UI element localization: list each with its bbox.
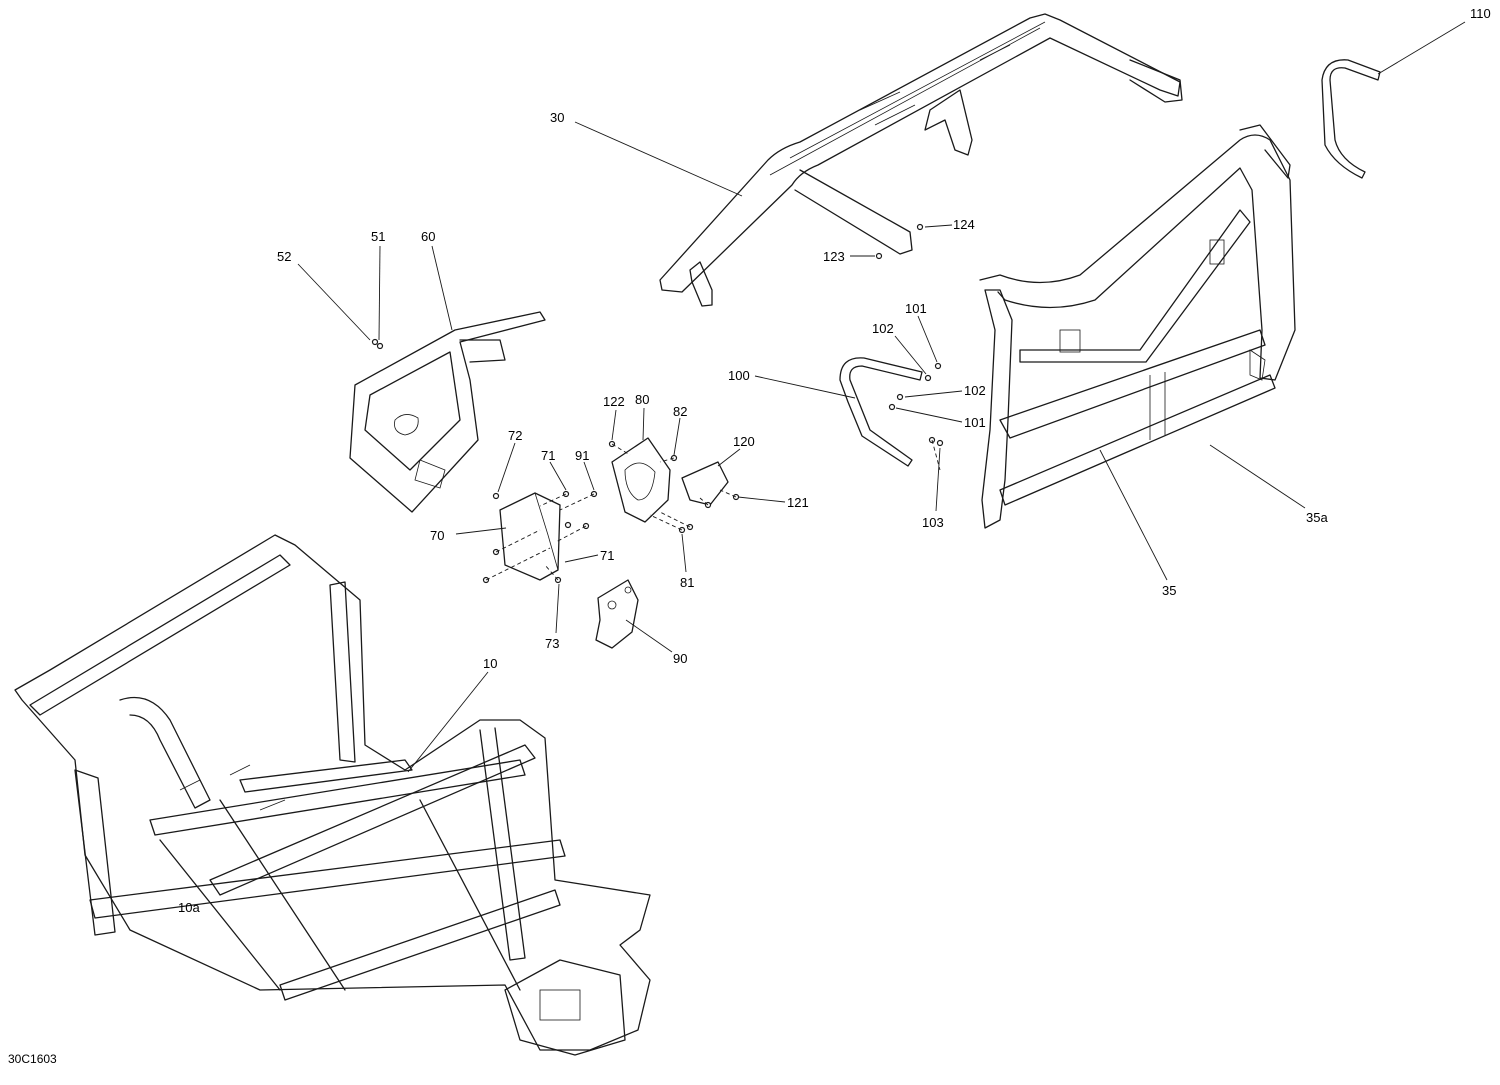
callout-35a: 35a <box>1306 510 1328 525</box>
diagram-code: 30C1603 <box>8 1052 57 1066</box>
callout-100: 100 <box>728 368 750 383</box>
callout-124: 124 <box>953 217 975 232</box>
callout-102-lower: 102 <box>964 383 986 398</box>
callout-102-upper: 102 <box>872 321 894 336</box>
part-80-bracket <box>611 437 671 523</box>
callout-72: 72 <box>508 428 522 443</box>
callout-10a: 10a <box>178 900 200 915</box>
callout-52: 52 <box>277 249 291 264</box>
callout-71-upper: 71 <box>541 448 555 463</box>
callout-30: 30 <box>550 110 564 125</box>
callout-123: 123 <box>823 249 845 264</box>
callout-103: 103 <box>922 515 944 530</box>
part-10-main-chassis <box>14 534 651 1056</box>
callout-121: 121 <box>787 495 809 510</box>
callout-91: 91 <box>575 448 589 463</box>
callout-80: 80 <box>635 392 649 407</box>
part-90-mount <box>595 579 639 649</box>
part-60-console-bracket <box>349 311 546 513</box>
callout-122: 122 <box>603 394 625 409</box>
part-30-roof-frame <box>659 13 1183 307</box>
part-35-rear-cage <box>979 124 1296 529</box>
callout-73: 73 <box>545 636 559 651</box>
callout-71-lower: 71 <box>600 548 614 563</box>
callout-82: 82 <box>673 404 687 419</box>
callout-10: 10 <box>483 656 497 671</box>
part-120-bracket <box>681 461 729 506</box>
callout-90: 90 <box>673 651 687 666</box>
hardware-fasteners <box>371 223 944 584</box>
callout-60: 60 <box>421 229 435 244</box>
part-110-grab-bar <box>1321 59 1381 179</box>
callout-labels: 110 30 124 123 51 60 52 101 102 100 102 … <box>8 6 1491 1066</box>
callout-101-upper: 101 <box>905 301 927 316</box>
callout-81: 81 <box>680 575 694 590</box>
callout-120: 120 <box>733 434 755 449</box>
callout-70: 70 <box>430 528 444 543</box>
callout-110: 110 <box>1470 6 1491 21</box>
callout-101-lower: 101 <box>964 415 986 430</box>
part-70-cover <box>499 492 561 581</box>
part-100-grab-handle <box>839 357 923 467</box>
callout-51: 51 <box>371 229 385 244</box>
callout-35: 35 <box>1162 583 1176 598</box>
leader-lines <box>297 21 1466 773</box>
assembly-dashed-lines <box>485 439 941 581</box>
